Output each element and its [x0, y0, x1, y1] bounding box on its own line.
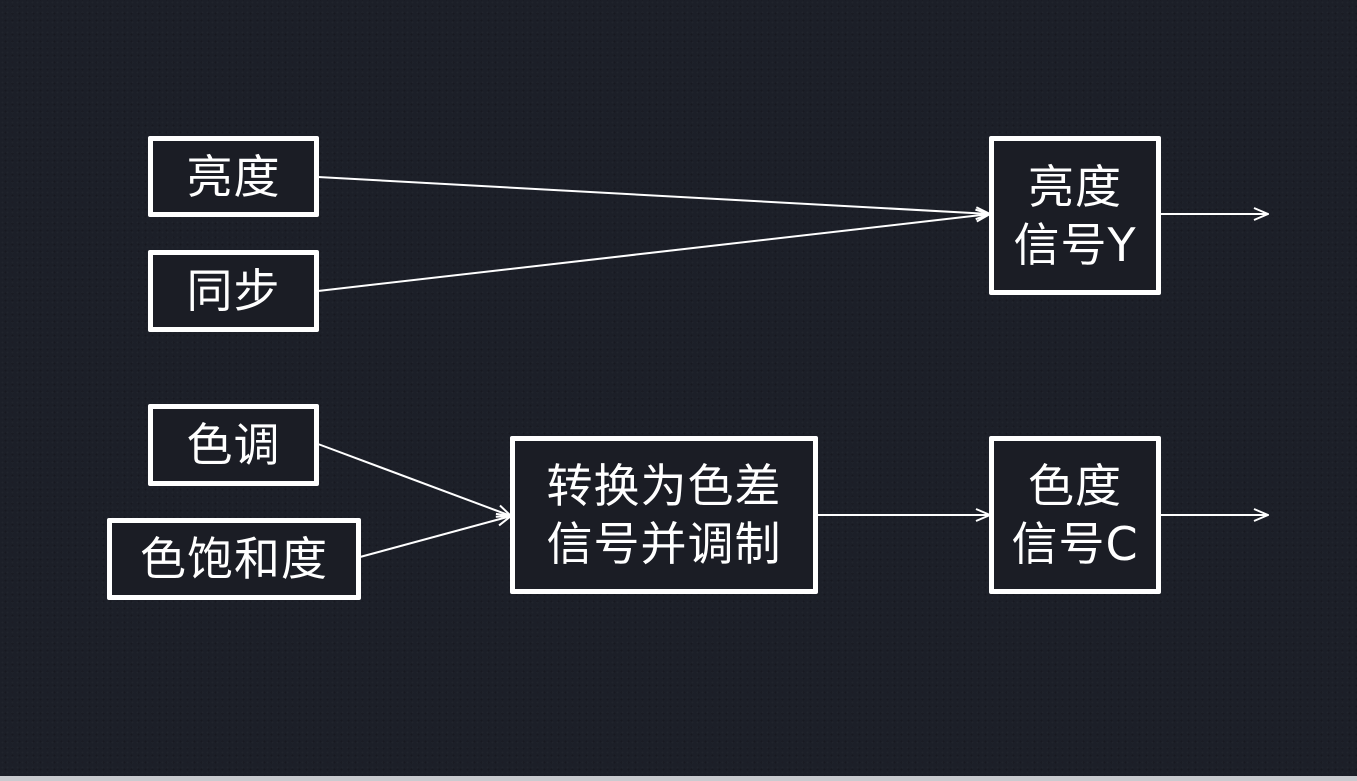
saturation-label: 色饱和度	[140, 532, 328, 586]
brightness-label: 亮度	[186, 149, 281, 204]
arrow-brightness-to-luma	[317, 176, 990, 214]
bottom-edge-bar	[0, 776, 1357, 781]
arrow-hue-to-converter	[317, 443, 511, 516]
hue-input-box: 色调	[148, 404, 319, 486]
saturation-input-box: 色饱和度	[107, 518, 361, 600]
luma-label: 亮度 信号Y	[1013, 159, 1137, 272]
converter-label: 转换为色差 信号并调制	[546, 459, 782, 571]
sync-label: 同步	[186, 264, 281, 318]
brightness-input-box: 亮度	[148, 136, 319, 217]
arrow-sync-to-luma	[317, 214, 990, 292]
chroma-output-box: 色度 信号C	[989, 436, 1161, 594]
sync-input-box: 同步	[148, 250, 319, 332]
hue-label: 色调	[186, 418, 281, 472]
luma-output-box: 亮度 信号Y	[989, 136, 1161, 295]
arrow-saturation-to-converter	[359, 516, 511, 558]
converter-box: 转换为色差 信号并调制	[510, 436, 818, 594]
chroma-label: 色度 信号C	[1011, 459, 1139, 571]
